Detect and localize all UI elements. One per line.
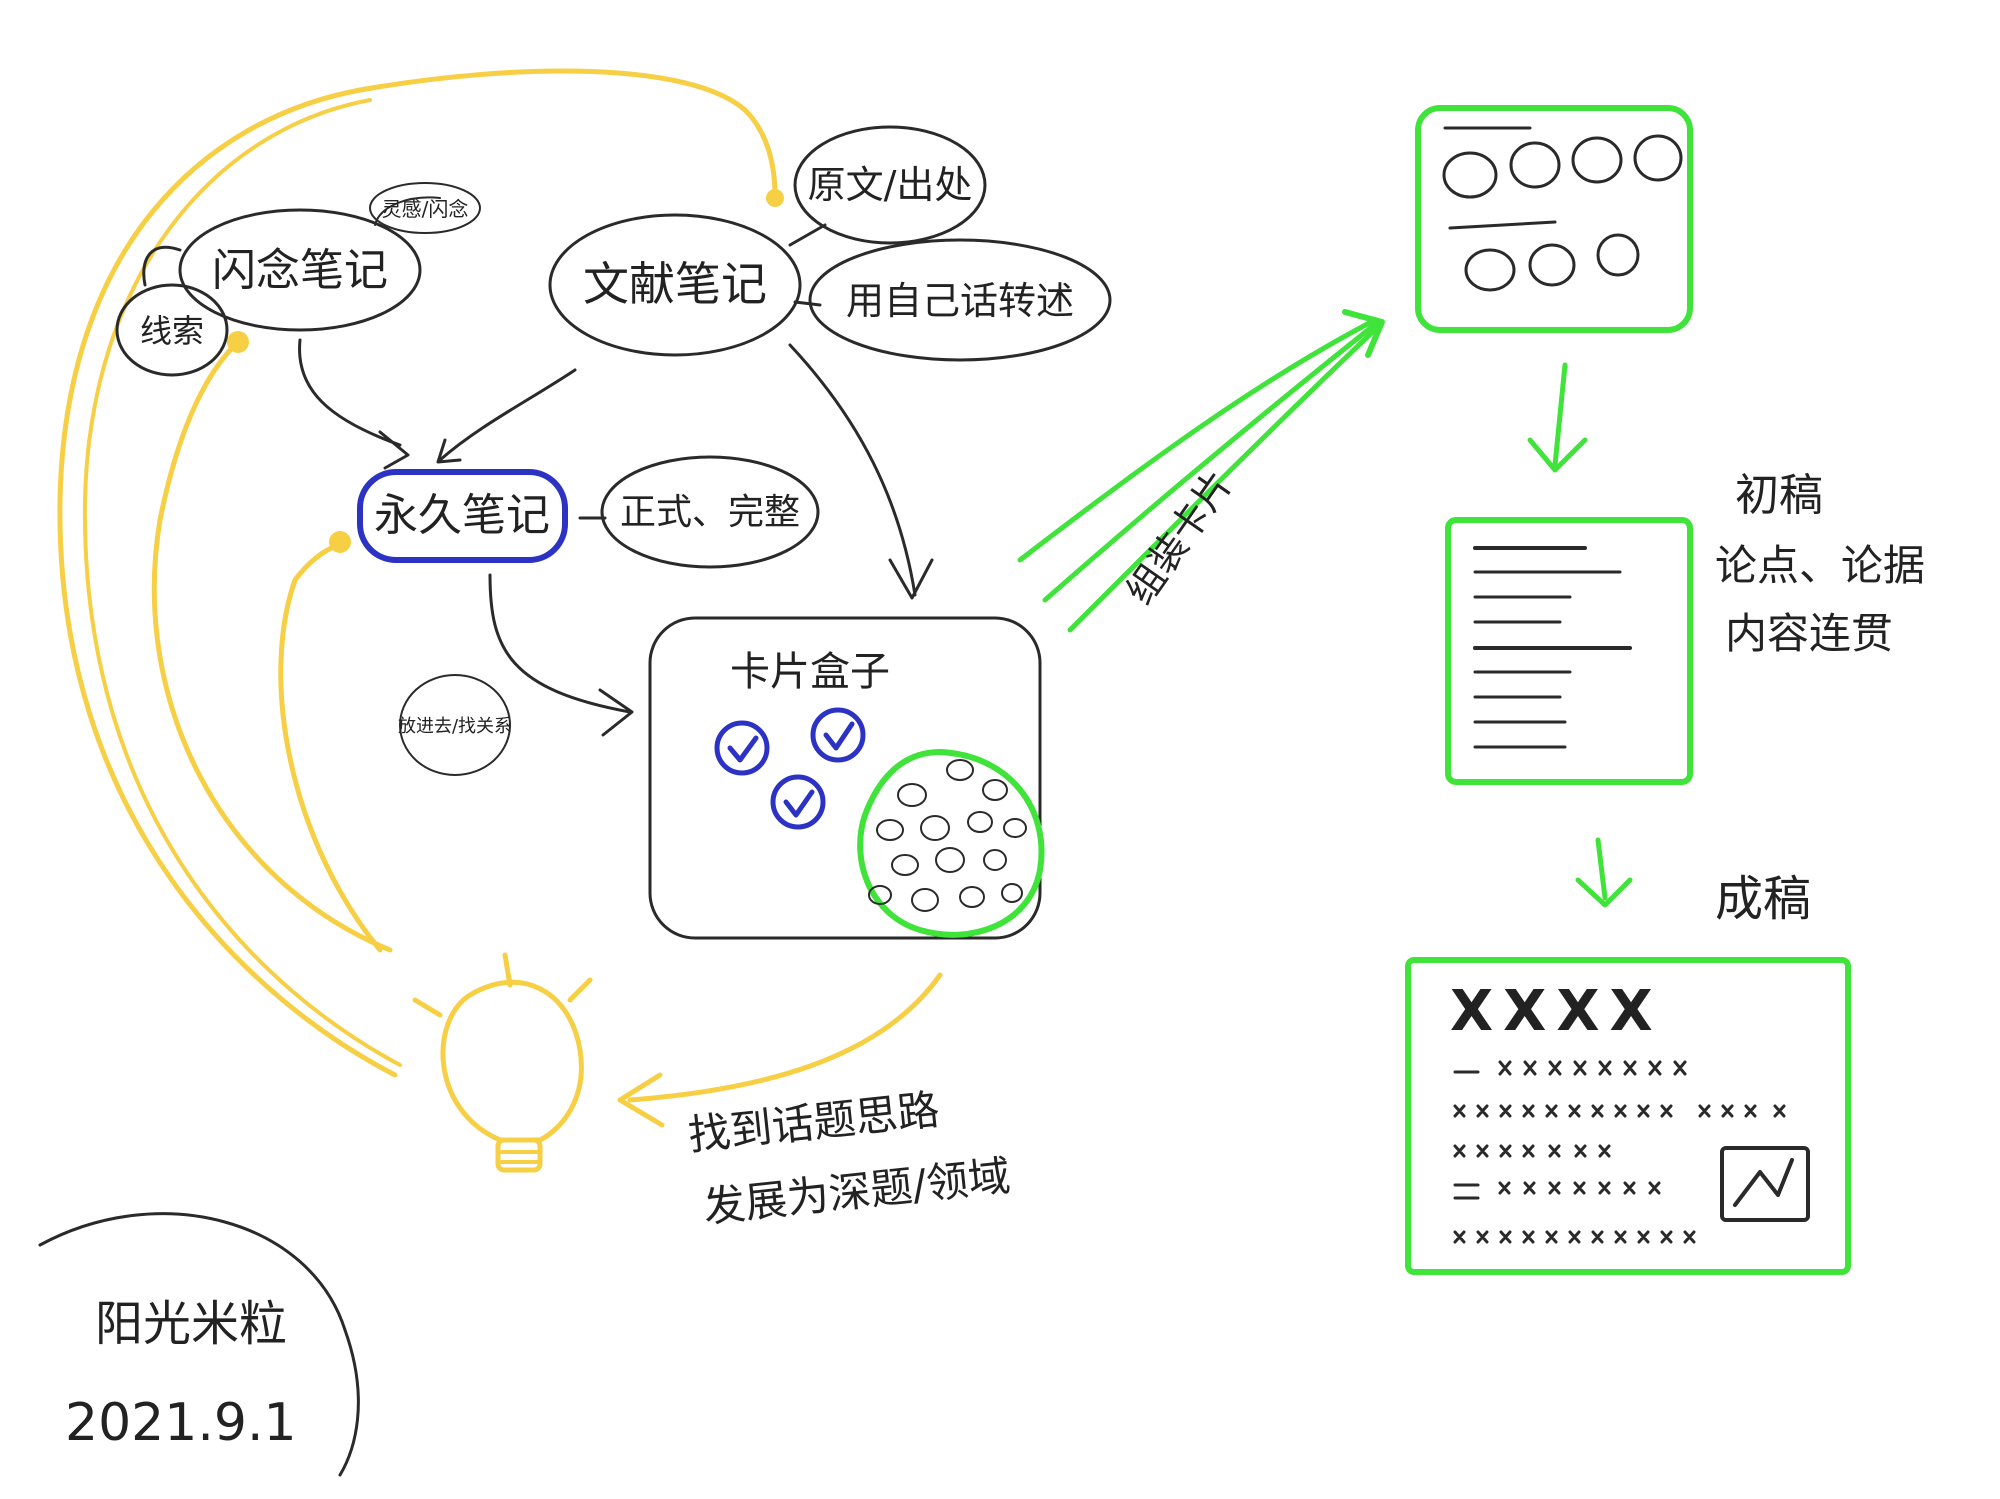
fleeting-sub-left-label: 线索 [140,312,204,350]
fleeting-sub-top-label: 灵感/闪念 [382,197,469,221]
first-draft-desc-2: 内容连贯 [1725,609,1893,658]
first-draft-title: 初稿 [1735,470,1823,521]
final-draft-title: 成稿 [1715,871,1811,927]
connector-arrows [298,338,934,737]
slip-box-node: 卡片盒子 [648,616,1045,940]
author-signature: 阳光米粒 2021.9.1 [38,1212,360,1477]
down-arrow-1 [1527,362,1588,473]
first-draft-desc-1: 论点、论据 [1715,541,1925,590]
feedback-label-line-2: 发展为深题/领域 [701,1151,1013,1232]
fleeting-sub-top-node: 灵感/闪念 [369,182,481,234]
final-draft-header: XXXX [1450,979,1663,1044]
put-in-label: 放进去/找关系 [398,716,512,737]
checkmark-icon [714,707,866,830]
author-name: 阳光米粒 [95,1296,287,1352]
feedback-label: 找到话题思路 发展为深题/领域 [686,1085,1013,1232]
assemble-arrows: 组装卡片 [1017,309,1385,633]
slip-box-label: 卡片盒子 [730,649,890,695]
final-draft-box: 成稿 XXXX [1405,871,1851,1275]
author-date: 2021.9.1 [65,1393,297,1453]
lightbulb-icon [412,952,593,1173]
first-draft-labels: 初稿 论点、论据 内容连贯 [1715,470,1925,658]
fleeting-note-label: 闪念笔记 [212,245,388,296]
first-draft-box [1445,517,1693,785]
cross-mark-icon [1453,1060,1786,1244]
permanent-note-node: 永久笔记 [357,469,568,563]
fleeting-sub-left-node: 线索 [115,246,229,377]
literature-note-node: 文献笔记 [548,213,802,357]
literature-sub-top-node: 原文/出处 [788,125,987,247]
chart-icon [1720,1146,1810,1222]
down-arrow-2 [1575,837,1633,908]
literature-sub-top-label: 原文/出处 [808,163,973,207]
permanent-sub-label: 正式、完整 [620,492,800,533]
feedback-label-line-1: 找到话题思路 [686,1085,942,1160]
assembled-cards-box [1415,105,1693,333]
literature-sub-bottom-node: 用自己话转述 [793,238,1112,362]
permanent-sub-node: 正式、完整 [578,455,820,569]
card-cluster [857,749,1045,938]
permanent-note-label: 永久笔记 [374,490,550,541]
yellow-feedback-arrows [57,68,943,1128]
put-in-node: 放进去/找关系 [398,674,512,776]
literature-sub-bottom-label: 用自己话转述 [846,279,1074,323]
literature-note-label: 文献笔记 [583,257,767,311]
fleeting-note-node: 闪念笔记 [178,208,422,332]
